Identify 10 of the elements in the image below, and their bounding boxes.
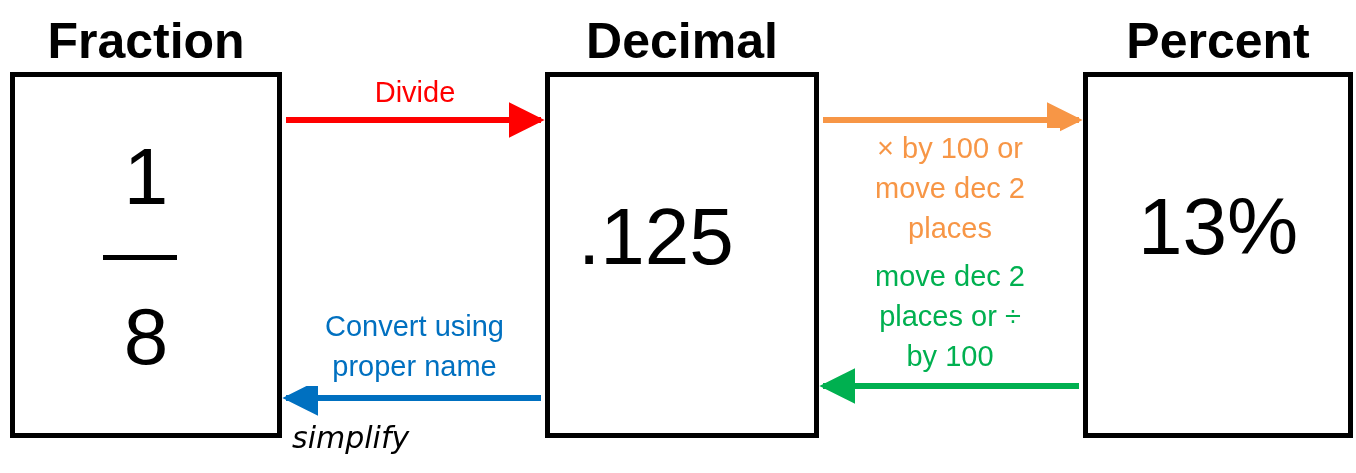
column-heading: Percent — [1125, 12, 1311, 71]
arrow — [286, 102, 545, 138]
column-heading: Fraction — [46, 12, 246, 71]
column-heading: Decimal — [585, 12, 779, 71]
value-text: 13% — [1136, 182, 1300, 272]
numerator: 1 — [122, 132, 170, 222]
arrow — [819, 368, 1079, 404]
handwritten-note: simplify — [292, 420, 410, 455]
value-text: .125 — [577, 192, 735, 282]
denominator: 8 — [122, 292, 170, 382]
